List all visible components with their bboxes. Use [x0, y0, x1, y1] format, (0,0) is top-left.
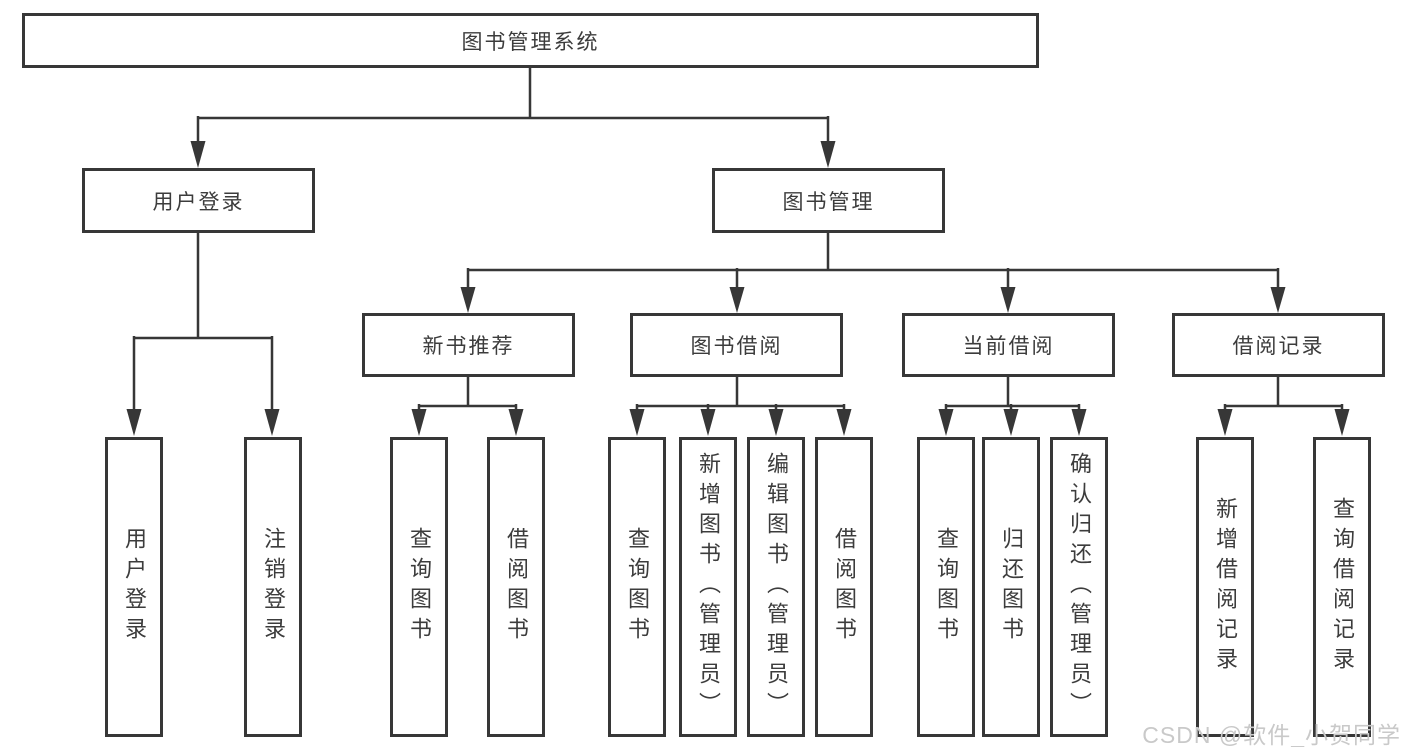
leaf-logout: 注销登录 [244, 437, 302, 737]
node-current-borrow: 当前借阅 [902, 313, 1115, 377]
node-book-management: 图书管理 [712, 168, 945, 233]
leaf-add-book-admin: 新增图书（管理员） [679, 437, 737, 737]
leaf-return-book: 归还图书 [982, 437, 1040, 737]
leaf-edit-book-admin: 编辑图书（管理员） [747, 437, 805, 737]
node-root: 图书管理系统 [22, 13, 1039, 68]
leaf-borrow-books-1: 借阅图书 [487, 437, 545, 737]
node-new-book-recommend: 新书推荐 [362, 313, 575, 377]
node-book-borrow: 图书借阅 [630, 313, 843, 377]
leaf-borrow-books-2: 借阅图书 [815, 437, 873, 737]
watermark-text: CSDN @软件_小贺同学 [1142, 722, 1401, 747]
leaf-add-borrow-record: 新增借阅记录 [1196, 437, 1254, 737]
leaf-query-borrow-record: 查询借阅记录 [1313, 437, 1371, 737]
node-borrow-records: 借阅记录 [1172, 313, 1385, 377]
leaf-query-books-2: 查询图书 [608, 437, 666, 737]
leaf-user-login: 用户登录 [105, 437, 163, 737]
leaf-query-books-1: 查询图书 [390, 437, 448, 737]
leaf-query-books-3: 查询图书 [917, 437, 975, 737]
node-user-login: 用户登录 [82, 168, 315, 233]
leaf-confirm-return-admin: 确认归还（管理员） [1050, 437, 1108, 737]
